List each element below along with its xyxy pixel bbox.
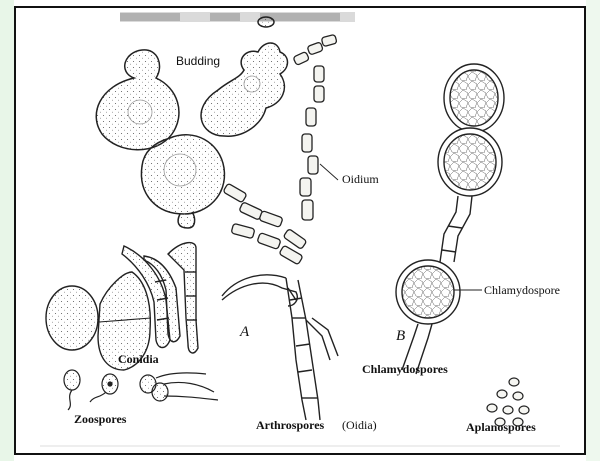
chlamydospore-structure bbox=[396, 64, 504, 374]
label-arthrospores: Arthrospores bbox=[256, 418, 324, 433]
aplanospores bbox=[487, 378, 529, 426]
label-zoospores: Zoospores bbox=[74, 412, 126, 427]
oidium-leader bbox=[320, 164, 338, 180]
arthrospore-hypha bbox=[222, 275, 338, 420]
zoospores bbox=[64, 370, 218, 410]
label-chlamydospore: Chlamydospore bbox=[484, 283, 560, 298]
title-smudge bbox=[120, 12, 355, 22]
label-aplanospores: Aplanospores bbox=[466, 420, 536, 435]
label-panel-b: B bbox=[396, 328, 405, 345]
label-budding: Budding bbox=[176, 54, 220, 68]
label-panel-a: A bbox=[240, 324, 249, 341]
label-oidia: (Oidia) bbox=[342, 418, 377, 433]
label-chlamydospores: Chlamydospores bbox=[362, 362, 448, 377]
label-oidium: Oidium bbox=[342, 172, 379, 187]
budding-cells bbox=[96, 17, 287, 228]
oidium-chain bbox=[293, 34, 337, 220]
label-conidia: Conidia bbox=[118, 352, 159, 367]
conidia-cluster bbox=[46, 243, 198, 370]
arthrospore-fragments bbox=[223, 183, 307, 265]
